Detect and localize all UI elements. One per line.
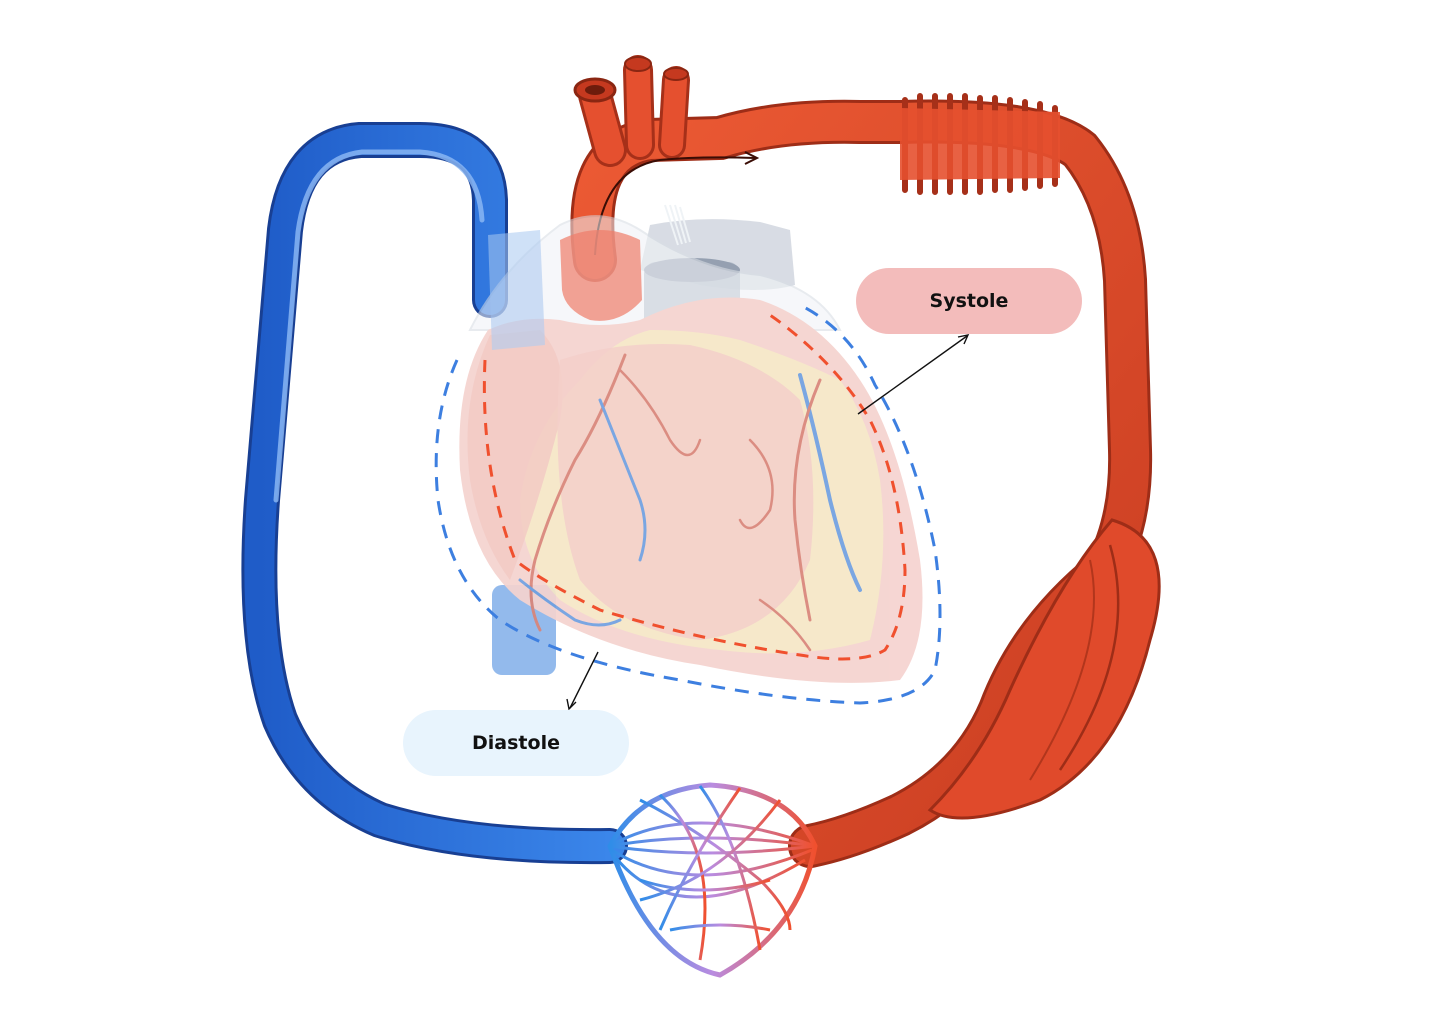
systole-label: Systole: [856, 268, 1082, 334]
diastole-label: Diastole: [403, 710, 629, 776]
diastole-pointer: [566, 651, 599, 711]
systole-outline: [482, 310, 907, 661]
artery-loop: [570, 55, 1161, 868]
aortic-branches: [573, 55, 690, 167]
artery-ribs: [900, 93, 1060, 195]
heart: [459, 204, 923, 683]
vein-loop: [241, 122, 628, 865]
systole-pointer: [857, 334, 970, 415]
capillary-bed: [607, 782, 818, 978]
diastole-outline: [434, 303, 942, 705]
